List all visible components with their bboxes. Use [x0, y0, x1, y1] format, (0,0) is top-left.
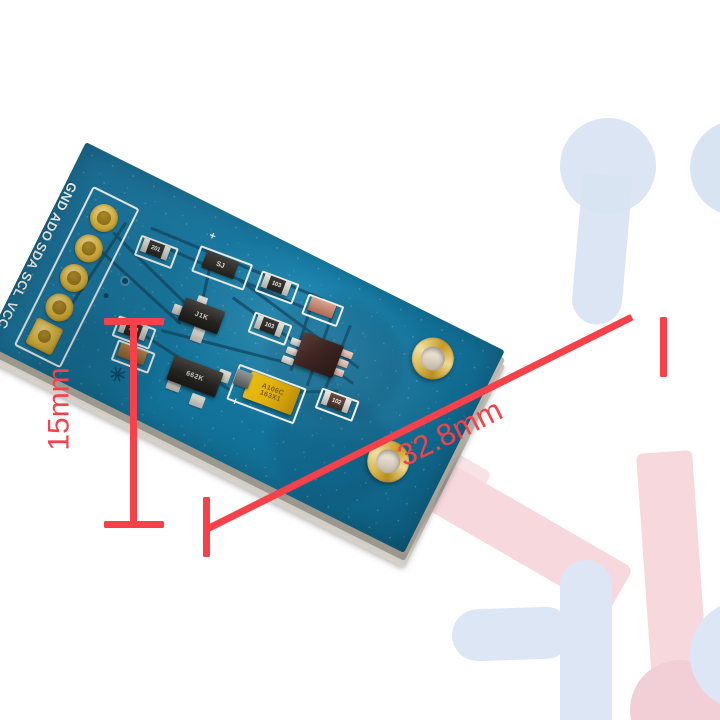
component-leg — [193, 295, 209, 312]
silkscreen-plus-mark-1: + — [207, 229, 218, 244]
via — [102, 292, 110, 299]
trace — [248, 389, 339, 395]
pin-label-sda: SDA — [23, 239, 51, 273]
component-d1: SJ — [201, 250, 240, 280]
mounting-hole-top-right — [404, 330, 462, 387]
dim-32-8mm-tick-right — [660, 317, 667, 377]
pad-gnd[interactable] — [85, 199, 123, 237]
pad-outline-d1 — [190, 245, 254, 291]
component-r5: 102 — [320, 390, 352, 414]
trace — [112, 231, 200, 318]
component-leg — [171, 303, 188, 318]
component-code-r3: 103 — [263, 321, 275, 331]
ic-leg — [280, 355, 295, 366]
pcb-top-surface: GND ADO SDA SCL VCC 201 SJ — [0, 142, 505, 554]
pin-label-gnd: GND — [53, 179, 81, 214]
pin-label-ado: ADO — [37, 210, 65, 245]
component-code-c1-line1: A106C — [260, 382, 285, 397]
dim-15mm-line — [130, 318, 137, 528]
trace — [98, 248, 182, 325]
pin-label-vcc: VCC — [0, 298, 21, 332]
component-r2: 103 — [260, 273, 292, 297]
ic-leg — [339, 348, 354, 360]
pad-outline-r1 — [133, 234, 179, 270]
pin-label-scl: SCL — [9, 269, 36, 301]
component-leg — [216, 368, 232, 384]
pad-outline-r5 — [314, 387, 360, 422]
trace — [305, 304, 337, 387]
trace — [289, 299, 314, 372]
component-u2: 662K — [166, 354, 224, 398]
component-code-r1: 201 — [149, 244, 161, 254]
silkscreen-plus-mark-2: + — [229, 395, 241, 409]
dim-15mm-label: 15mm — [42, 367, 76, 451]
trace — [323, 324, 352, 391]
silkscreen-starburst-icon — [110, 367, 126, 383]
component-leg — [189, 326, 206, 344]
trace — [148, 238, 308, 310]
component-code-r5: 102 — [330, 397, 342, 407]
dim-15mm-tick-top — [104, 318, 164, 325]
component-c3 — [307, 296, 337, 319]
component-code-q1: J1K — [193, 310, 210, 322]
trace — [232, 296, 355, 385]
trace — [128, 324, 231, 391]
component-code-d1: SJ — [215, 260, 226, 270]
component-leg — [188, 392, 206, 409]
copper-pour-shade-1 — [246, 273, 426, 444]
component-u1-main-ic — [292, 331, 344, 379]
component-c1-cathode — [232, 368, 254, 390]
component-r1: 201 — [139, 237, 172, 261]
pad-outline-r3 — [247, 311, 293, 347]
pin-header-outline — [13, 185, 140, 369]
trace — [69, 221, 127, 307]
pad-vcc[interactable] — [24, 316, 64, 356]
ic-leg — [330, 366, 345, 378]
dim-32-8mm-tick-left — [203, 497, 210, 557]
trace — [197, 254, 214, 318]
component-code-c1-line2: 163X1 — [258, 389, 282, 404]
component-code-u2: 662K — [185, 369, 205, 383]
trace — [237, 277, 360, 369]
component-r3: 103 — [253, 314, 285, 338]
dim-15mm-tick-bottom — [104, 521, 164, 528]
component-q1: J1K — [177, 297, 226, 335]
component-leg — [165, 376, 183, 393]
pad-ado[interactable] — [70, 229, 108, 268]
pad-outline-c3 — [301, 293, 345, 328]
ic-leg — [289, 337, 304, 348]
trace — [161, 328, 288, 364]
component-c1: A106C 163X1 — [242, 370, 301, 416]
via — [121, 277, 130, 286]
pad-scl[interactable] — [40, 288, 79, 327]
component-code-r2: 103 — [270, 280, 282, 290]
ic-leg — [285, 346, 300, 357]
pad-outline-r2 — [254, 270, 300, 305]
pad-outline-c1 — [226, 363, 307, 425]
trace — [150, 226, 324, 301]
ic-leg — [335, 357, 350, 369]
pad-sda[interactable] — [55, 259, 93, 297]
